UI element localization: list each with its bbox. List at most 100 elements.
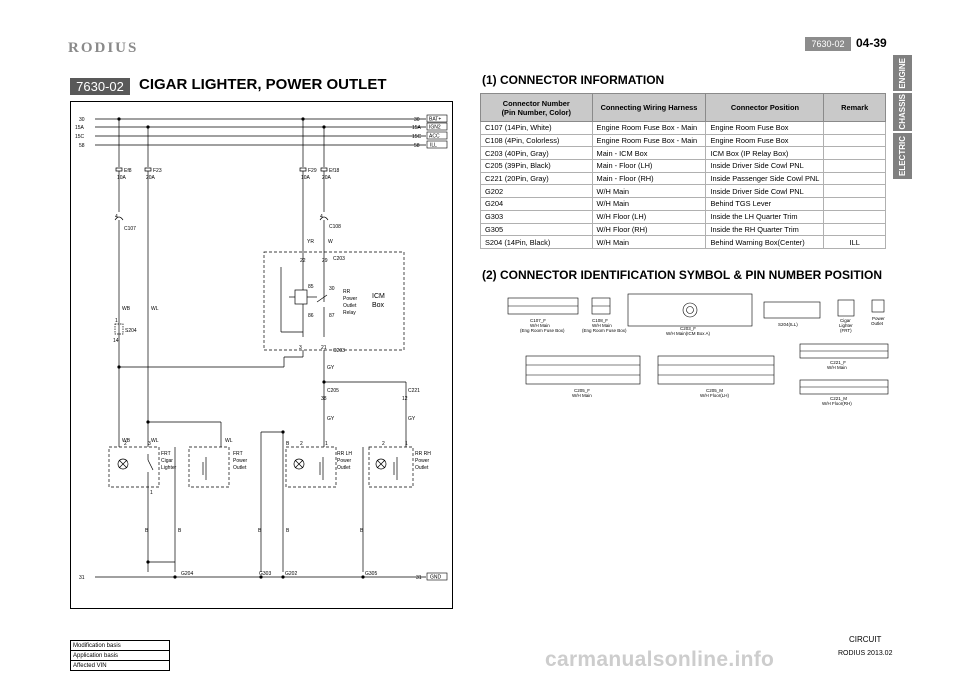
ident-cigar-3: (FRT) xyxy=(840,328,852,333)
pin-rrh-2: 2 xyxy=(382,441,385,447)
cell-remark xyxy=(823,133,886,148)
tab-electric[interactable]: ELECTRIC xyxy=(893,133,912,179)
modification-basis-label: Modification basis xyxy=(70,640,170,651)
ident-c221m-1: C221_M xyxy=(830,396,847,401)
cigar-lighter-label-3: Lighter xyxy=(161,465,177,471)
icm-label-1: ICM xyxy=(372,293,385,300)
title-code-badge: 7630-02 xyxy=(70,78,130,95)
rr-rh-label-1: RR RH xyxy=(415,451,431,457)
application-basis-label: Application basis xyxy=(70,650,170,661)
pin-4a: 4 xyxy=(115,214,118,220)
icm-label-2: Box xyxy=(372,302,385,309)
connector-info-heading: (1) CONNECTOR INFORMATION xyxy=(482,73,665,87)
table-row: C221 (20Pin, Gray)Main - Floor (RH)Insid… xyxy=(480,171,886,186)
col-connector-position: Connector Position xyxy=(705,93,825,122)
tag-bat: BAT+ xyxy=(429,117,441,123)
pin-86: 86 xyxy=(308,313,314,319)
conn-c107: C107 xyxy=(124,226,136,232)
wire-wb-2: WB xyxy=(122,438,131,444)
bus-left-30: 30 xyxy=(79,117,85,123)
wire-gy-3: GY xyxy=(408,416,416,422)
relay-label-4: Relay xyxy=(343,310,356,316)
cell-remark xyxy=(823,146,886,161)
cell-connector: S204 (14Pin, Black) xyxy=(480,235,593,249)
bus-left-15c: 15C xyxy=(75,134,85,140)
watermark: carmanualsonline.info xyxy=(545,648,775,671)
ident-c203-2: W/H Main(ICM Box A) xyxy=(666,331,711,336)
wire-wl-2: WL xyxy=(151,438,159,444)
wire-b-5: B xyxy=(360,528,364,534)
ident-s204: S204(ILL) xyxy=(778,322,798,327)
cigar-lighter-label-2: Cigar xyxy=(161,458,173,464)
pin-1: 1 xyxy=(115,318,118,324)
ident-c108-2: W/H Main xyxy=(592,323,612,328)
tag-ill: ILL xyxy=(430,143,437,149)
affected-vin-label: Affected VIN xyxy=(70,660,170,671)
ident-c205m-1: C205_M xyxy=(706,388,723,393)
page-number: 04-39 xyxy=(856,36,887,50)
rr-rh-label-3: Outlet xyxy=(415,465,429,471)
pin-30: 30 xyxy=(329,286,335,292)
tab-chassis[interactable]: CHASSIS xyxy=(893,93,912,131)
pin-38: 38 xyxy=(321,396,327,402)
cell-harness: Main - Floor (LH) xyxy=(591,159,707,173)
relay-label-1: RR xyxy=(343,289,351,295)
ident-c107-3: (Eng Room Fuse Box) xyxy=(520,328,565,333)
table-row: C107 (14Pin, White)Engine Room Fuse Box … xyxy=(480,121,886,135)
ident-c108-1: C108_F xyxy=(592,318,608,323)
connector-identification: C107_F W/H Main (Eng Room Fuse Box) C108… xyxy=(500,290,900,420)
frt-power-label-2: Power xyxy=(233,458,248,464)
ground-left-31: 31 xyxy=(79,575,85,581)
cell-position: Inside the LH Quarter Trim xyxy=(705,209,825,224)
ident-c221f-1: C221_F xyxy=(830,360,846,365)
ident-c108-3: (Eng Room Fuse Box) xyxy=(582,328,627,333)
tab-engine-label: ENGINE xyxy=(898,57,907,89)
cell-position: Engine Room Fuse Box xyxy=(705,133,825,148)
ground-g305: G305 xyxy=(365,571,377,577)
revision-row: Affected VIN xyxy=(70,660,170,671)
cell-connector: G305 xyxy=(480,222,593,237)
cell-connector: G202 xyxy=(480,184,593,199)
frt-power-label-3: Outlet xyxy=(233,465,247,471)
cell-position: Inside Driver Side Cowl PNL xyxy=(705,159,825,173)
ident-c107-1: C107_F xyxy=(530,318,546,323)
cell-harness: Main - Floor (RH) xyxy=(591,171,707,186)
cell-remark xyxy=(823,159,886,173)
fuse-ef8-name: Ef8 xyxy=(124,168,132,174)
conn-c203-top: C203 xyxy=(333,256,345,262)
cell-position: Inside Driver Side Cowl PNL xyxy=(705,184,825,199)
cell-remark xyxy=(823,197,886,211)
wire-b-4: B xyxy=(286,528,290,534)
cell-harness: W/H Floor (LH) xyxy=(591,209,707,224)
brand-logo: RODIUS xyxy=(68,40,139,56)
ground-g204: G204 xyxy=(181,571,193,577)
rr-lh-label-3: Outlet xyxy=(337,465,351,471)
ident-c221m-2: W/H Floor(RH) xyxy=(822,401,852,406)
cell-connector: G204 xyxy=(480,197,593,211)
conn-c205: C205 xyxy=(327,388,339,394)
cell-harness: Engine Room Fuse Box - Main xyxy=(591,121,707,135)
bus-right-15c: 15C xyxy=(412,134,422,140)
tab-engine[interactable]: ENGINE xyxy=(893,55,912,91)
cell-harness: W/H Main xyxy=(591,197,707,211)
cell-position: Behind Warning Box(Center) xyxy=(705,235,825,249)
frt-power-label-1: FRT xyxy=(233,451,243,457)
cell-harness: W/H Main xyxy=(591,235,707,249)
cell-connector: C108 (4Pin, Colorless) xyxy=(480,133,593,148)
pin-4b: 4 xyxy=(320,214,323,220)
cigar-lighter-label-1: FRT xyxy=(161,451,171,457)
ground-g303: G303 xyxy=(259,571,271,577)
pin-85: 85 xyxy=(308,284,314,290)
ident-cigar-2: Lighter xyxy=(839,323,853,328)
pin-lh-2: 2 xyxy=(124,441,127,447)
model-year: RODIUS 2013.02 xyxy=(838,650,893,657)
revision-table: Modification basis Application basis Aff… xyxy=(70,640,170,671)
col-wiring-harness: Connecting Wiring Harness xyxy=(591,93,707,122)
cell-remark: ILL xyxy=(823,235,886,249)
section-code-badge: 7630-02 xyxy=(805,37,851,51)
connector-ident-heading: (2) CONNECTOR IDENTIFICATION SYMBOL & PI… xyxy=(482,268,883,282)
ident-power-2: Outlet xyxy=(871,321,884,326)
cell-position: Behind TGS Lever xyxy=(705,197,825,211)
